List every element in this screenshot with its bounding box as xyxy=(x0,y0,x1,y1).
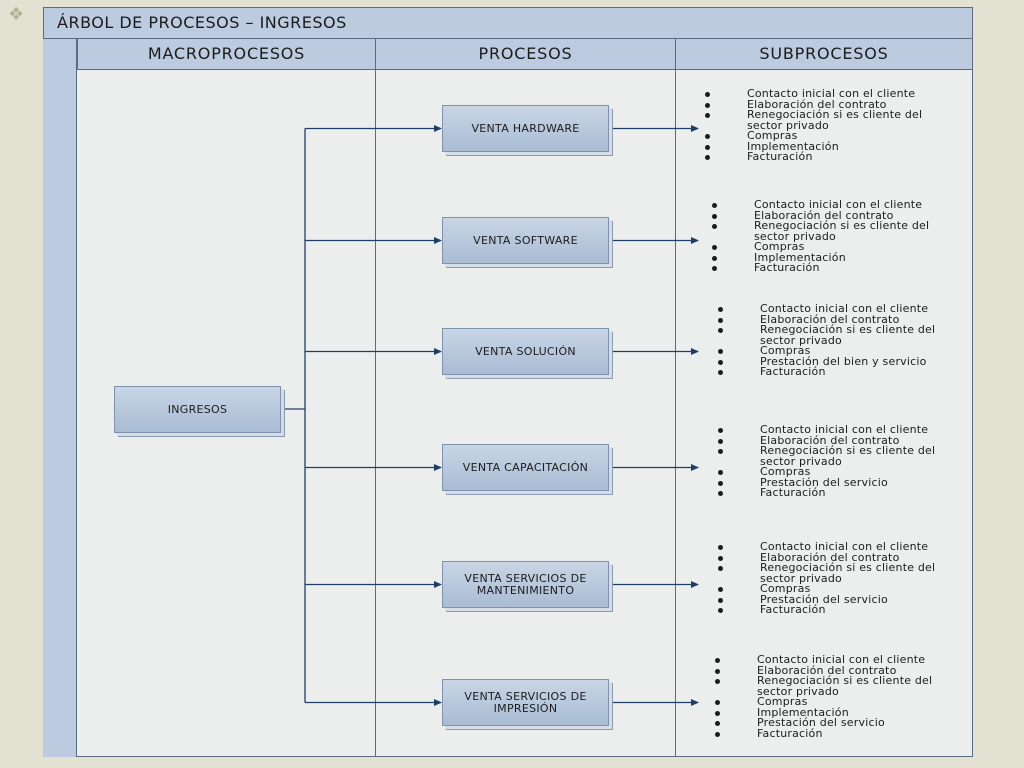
subprocess-item: Implementación xyxy=(715,707,957,719)
process-node: VENTA CAPACITACIÓN xyxy=(442,444,609,491)
column-divider xyxy=(375,70,376,757)
subprocess-item: Facturación xyxy=(705,151,942,163)
subprocess-item: Implementación xyxy=(712,252,949,264)
subprocess-item: Renegociación si es cliente del sector p… xyxy=(718,445,960,467)
subprocess-item: Implementación xyxy=(705,141,942,153)
root-node-ingresos: INGRESOS xyxy=(114,386,281,433)
subprocess-item: Contacto inicial con el cliente xyxy=(705,88,942,100)
subprocess-item: Contacto inicial con el cliente xyxy=(718,424,960,436)
subprocess-item: Prestación del servicio xyxy=(715,717,957,729)
subprocess-item: Facturación xyxy=(718,366,960,378)
subprocess-item: Elaboración del contrato xyxy=(715,665,957,677)
subprocess-item: Elaboración del contrato xyxy=(718,314,960,326)
subprocess-item: Renegociación si es cliente del sector p… xyxy=(715,675,957,697)
subprocess-item: Elaboración del contrato xyxy=(718,552,960,564)
subprocess-item: Compras xyxy=(718,583,960,595)
subprocess-item: Facturación xyxy=(718,487,960,499)
subprocess-item: Compras xyxy=(712,241,949,253)
subprocess-item: Compras xyxy=(718,466,960,478)
column-header-subprocesos: SUBPROCESOS xyxy=(675,38,973,70)
subprocess-item: Contacto inicial con el cliente xyxy=(718,541,960,553)
subprocess-item: Elaboración del contrato xyxy=(718,435,960,447)
subprocess-item: Facturación xyxy=(712,262,949,274)
subprocess-item: Compras xyxy=(705,130,942,142)
column-header-macroprocesos: MACROPROCESOS xyxy=(77,38,376,70)
subprocess-item: Renegociación si es cliente del sector p… xyxy=(712,220,949,242)
decorative-star-icon: ❖ xyxy=(8,4,25,25)
process-node: VENTA SOLUCIÓN xyxy=(442,328,609,375)
subprocess-item: Facturación xyxy=(718,604,960,616)
subprocess-item: Facturación xyxy=(715,728,957,740)
subprocess-item: Renegociación si es cliente del sector p… xyxy=(705,109,942,131)
subprocess-item: Contacto inicial con el cliente xyxy=(712,199,949,211)
column-divider xyxy=(675,70,676,757)
subprocess-item: Elaboración del contrato xyxy=(712,210,949,222)
subprocess-item: Prestación del servicio xyxy=(718,594,960,606)
process-node: VENTA SOFTWARE xyxy=(442,217,609,264)
subprocess-item: Renegociación si es cliente del sector p… xyxy=(718,324,960,346)
diagram-frame xyxy=(43,7,973,757)
subprocess-item: Renegociación si es cliente del sector p… xyxy=(718,562,960,584)
process-node: VENTA HARDWARE xyxy=(442,105,609,152)
left-strip xyxy=(43,39,77,757)
diagram-title: ÁRBOL DE PROCESOS – INGRESOS xyxy=(43,7,973,39)
process-node: VENTA SERVICIOS DE IMPRESIÓN xyxy=(442,679,609,726)
subprocess-item: Elaboración del contrato xyxy=(705,99,942,111)
column-header-procesos: PROCESOS xyxy=(375,38,676,70)
process-node: VENTA SERVICIOS DE MANTENIMIENTO xyxy=(442,561,609,608)
subprocess-item: Compras xyxy=(718,345,960,357)
subprocess-item: Contacto inicial con el cliente xyxy=(718,303,960,315)
subprocess-item: Compras xyxy=(715,696,957,708)
subprocess-item: Prestación del servicio xyxy=(718,477,960,489)
subprocess-item: Contacto inicial con el cliente xyxy=(715,654,957,666)
subprocess-item: Prestación del bien y servicio xyxy=(718,356,960,368)
